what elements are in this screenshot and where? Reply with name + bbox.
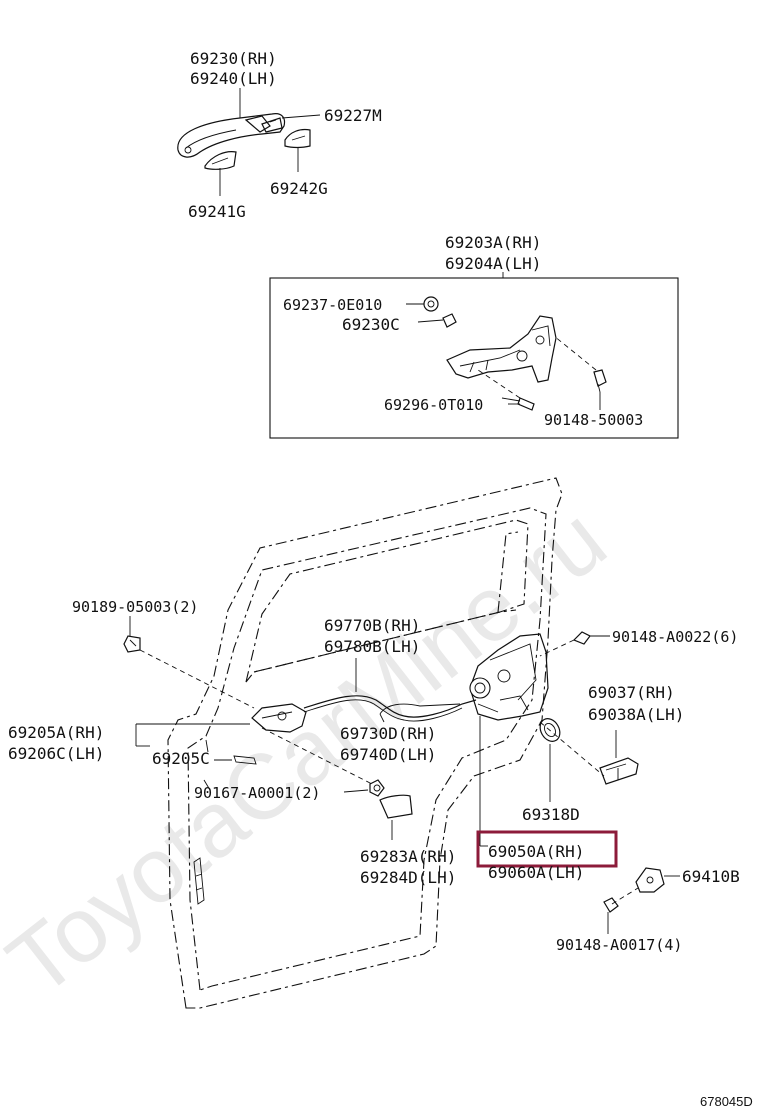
inner-c-small[interactable]: [233, 755, 257, 765]
cover-69283a[interactable]: [379, 794, 413, 819]
label-rod-lh: 69740D(LH): [340, 745, 436, 764]
label-pad-241g: 69241G: [188, 202, 246, 221]
label-inner-rh: 69205A(RH): [8, 723, 104, 742]
label-cover-lh: 69284D(LH): [360, 868, 456, 887]
label-handle-rh: 69230(RH): [190, 49, 277, 68]
door-outline: [167, 477, 563, 1009]
label-clip-05003: 90189-05003(2): [72, 598, 198, 616]
label-cable-lh: 69780B(LH): [324, 637, 420, 656]
clip-05003[interactable]: [123, 635, 141, 653]
bolt-a0001[interactable]: [369, 779, 385, 797]
pad-69242g[interactable]: [284, 128, 311, 149]
striker-69410b[interactable]: [635, 867, 665, 893]
label-pad-g: 69242G: [270, 179, 328, 198]
label-cover-rh: 69283A(RH): [360, 847, 456, 866]
label-part-230c: 69230C: [342, 315, 400, 334]
part-69230c[interactable]: [442, 313, 457, 328]
outside-handle-assembly[interactable]: [177, 113, 286, 158]
label-frame-rh: 69203A(RH): [445, 233, 541, 252]
label-inner-c: 69205C: [152, 749, 210, 768]
cable-69770b[interactable]: [303, 658, 477, 722]
protector-69037[interactable]: [599, 757, 639, 785]
label-screw-0t010: 69296-0T010: [384, 396, 483, 414]
label-handle-lh: 69240(LH): [190, 69, 277, 88]
screw-0t010[interactable]: [501, 397, 535, 411]
rod-69730d[interactable]: [379, 703, 461, 723]
pad-69241g[interactable]: [204, 151, 237, 170]
label-screw-50003: 90148-50003: [544, 411, 643, 429]
inside-handle[interactable]: [251, 703, 307, 733]
label-seal-318d: 69318D: [522, 805, 580, 824]
figure-id: 678045D: [700, 1094, 753, 1109]
screw-a0017[interactable]: [603, 897, 619, 913]
label-lock-lh: 69060A(LH): [488, 863, 584, 882]
label-grommet: 69237-0E010: [283, 296, 382, 314]
label-screw-a0022: 90148-A0022(6): [612, 628, 738, 646]
label-frame-lh: 69204A(LH): [445, 254, 541, 273]
screw-50003[interactable]: [593, 369, 607, 393]
label-protector-rh: 69037(RH): [588, 683, 675, 702]
door-lock-assembly[interactable]: [469, 633, 549, 721]
label-rod-rh: 69730D(RH): [340, 724, 436, 743]
frame-assembly-box: [269, 277, 679, 439]
label-inner-lh: 69206C(LH): [8, 744, 104, 763]
seal-69318d[interactable]: [536, 715, 564, 745]
label-cover-m: 69227M: [324, 106, 382, 125]
label-bolt-a0001: 90167-A0001(2): [194, 784, 320, 802]
screw-a0022[interactable]: [572, 631, 591, 645]
label-cable-rh: 69770B(RH): [324, 616, 420, 635]
label-screw-a0017: 90148-A0017(4): [556, 936, 682, 954]
highlight-box-lock-rh: [476, 830, 618, 868]
label-striker: 69410B: [682, 867, 740, 886]
frame-part[interactable]: [446, 315, 557, 383]
grommet[interactable]: [423, 296, 439, 312]
label-protector-lh: 69038A(LH): [588, 705, 684, 724]
label-lock-rh: 69050A(RH): [488, 842, 584, 861]
